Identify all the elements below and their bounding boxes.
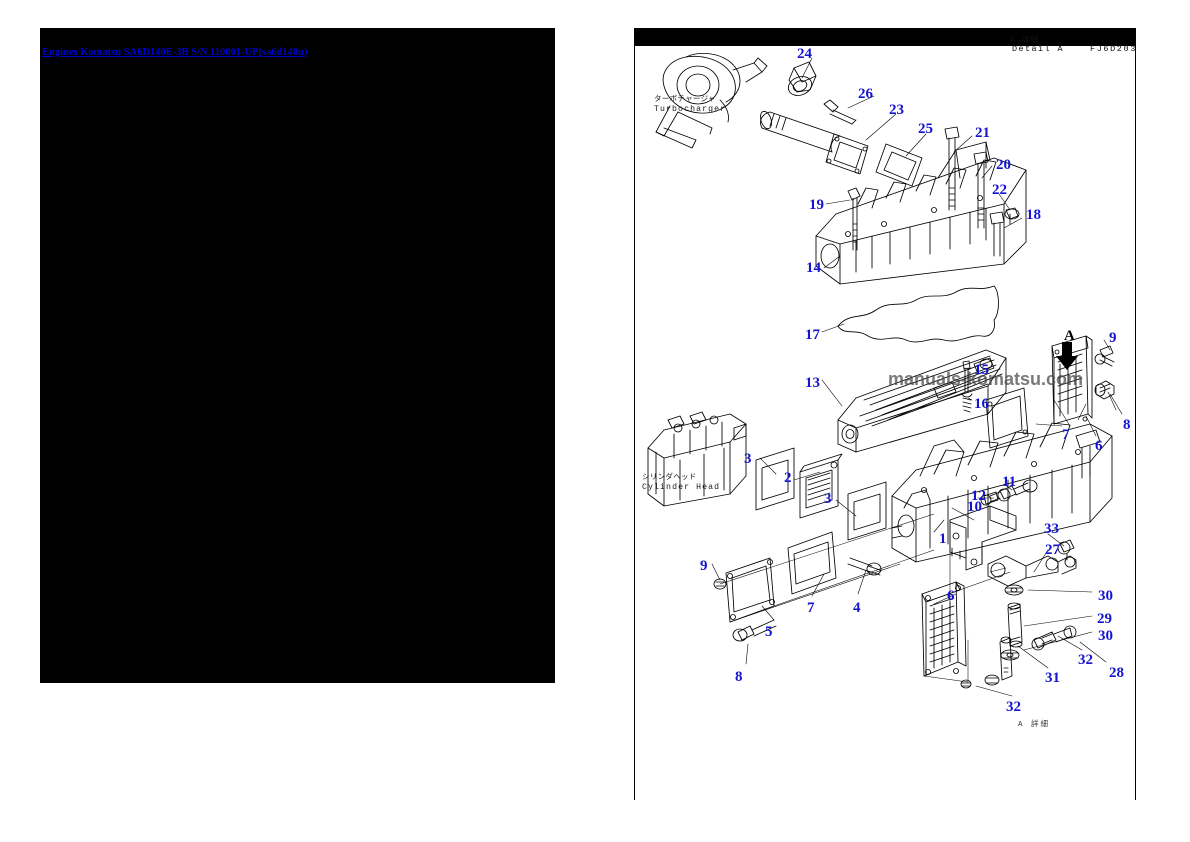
callout-number: 10	[967, 499, 982, 515]
part-10-bracket	[949, 505, 1017, 571]
callout-number: 9	[700, 558, 708, 574]
callout-number: 3	[824, 491, 832, 507]
page-frame-right-border	[1135, 28, 1136, 800]
lower-left-fasteners	[713, 578, 777, 642]
part-15-16-fastener	[961, 360, 973, 413]
part-6-lower-element	[921, 581, 967, 677]
callout-number: 23	[889, 102, 904, 118]
callout-number: 32	[1078, 652, 1093, 668]
header-drawing-code: FJ6D203	[1090, 44, 1137, 54]
callout-number: 11	[1002, 474, 1017, 490]
callout-number: 1	[939, 531, 947, 547]
part-11-12-fasteners	[980, 479, 1038, 506]
callout-number: 30	[1098, 628, 1113, 644]
callout-number: 8	[735, 669, 743, 685]
callout-number: 6	[947, 588, 955, 604]
cylinder-head-part	[647, 411, 747, 507]
label-turbocharger-jp: ターボチャージャ	[654, 96, 716, 104]
exploded-parts-artwork	[647, 52, 1123, 697]
header-detail-label-en: Detail A	[1012, 44, 1065, 54]
callout-number: 33	[1044, 521, 1059, 537]
label-turbocharger: ターボチャージャ Turbocharger	[654, 96, 726, 116]
callout-number: 4	[853, 600, 861, 616]
callout-number: 14	[806, 260, 821, 276]
callout-number: 28	[1109, 665, 1124, 681]
callout-number: 29	[1097, 611, 1112, 627]
turbocharger-part	[655, 52, 768, 149]
part-29-30-pin-washers	[1000, 584, 1024, 661]
callout-number: 12	[971, 488, 986, 504]
bottom-detail-note: A 詳細	[1018, 721, 1051, 729]
label-turbocharger-en: Turbocharger	[654, 105, 727, 115]
detail-a-letter: A	[1064, 328, 1075, 344]
callout-number: 22	[992, 182, 1007, 198]
part-17-gasket-seal	[837, 285, 999, 343]
callout-number: 24	[797, 46, 812, 62]
part-1-aftercooler-housing	[891, 422, 1113, 563]
callout-number: 21	[975, 125, 990, 141]
callout-number: 2	[784, 470, 792, 486]
part-26-bolt	[823, 99, 857, 125]
part-6-7-gasket-detail	[985, 387, 1029, 449]
callout-number: 3	[744, 451, 752, 467]
assembly-axis-lines	[719, 513, 935, 623]
part-3-gasket-right	[847, 481, 887, 541]
document-preview-panel: Engines Komatsu SA6D140E-3B S/N 110001-U…	[40, 28, 555, 683]
callout-number: 9	[1109, 330, 1117, 346]
part-3-gasket-left	[755, 447, 795, 511]
page-frame-left-border	[634, 28, 635, 800]
part-7-gasket-lower	[787, 531, 837, 595]
part-27-33-linkage	[987, 539, 1077, 587]
callout-number: 25	[918, 121, 933, 137]
part-24-connector	[787, 61, 817, 96]
callout-leader-lines	[711, 57, 1123, 697]
callout-number: 31	[1045, 670, 1060, 686]
detail-a-arrow-icon	[1056, 342, 1078, 370]
callout-number: 27	[1045, 542, 1060, 558]
part-23-intake-tube	[760, 110, 869, 175]
header-redaction-bar	[634, 28, 1136, 46]
callout-number: 18	[1026, 207, 1041, 223]
manifold-bolts	[847, 126, 1020, 257]
callout-number: 7	[807, 600, 815, 616]
header-detail-label-jp: A 詳細	[1010, 36, 1040, 45]
parts-diagram-page: A 詳細 Detail A FJ6D203	[634, 28, 1136, 800]
callout-number: 8	[1123, 417, 1131, 433]
callout-number: 13	[805, 375, 820, 391]
callout-number: 32	[1006, 699, 1021, 715]
callout-number: 16	[974, 396, 989, 412]
callout-number: 6	[1095, 438, 1103, 454]
detail-a-bolt-9	[1094, 345, 1115, 367]
part-2-cooler-element	[799, 453, 843, 519]
lower-assembly-axis-lines	[923, 523, 1011, 683]
callout-number: 30	[1098, 588, 1113, 604]
part-13-aftercooler-core	[837, 349, 1007, 453]
label-cylinder-head-jp: シリンダヘッド	[642, 474, 697, 482]
callout-number: 5	[765, 624, 773, 640]
callout-number: 20	[996, 157, 1011, 173]
detail-a-nut-8	[1094, 380, 1115, 400]
callout-number: 15	[974, 362, 989, 378]
label-cylinder-head-en: Cylinder Head	[642, 483, 721, 493]
label-cylinder-head: シリンダヘッド Cylinder Head	[642, 474, 720, 494]
part-25-gasket	[875, 143, 923, 187]
callout-number: 17	[805, 327, 820, 343]
callout-number: 26	[858, 86, 873, 102]
part-14-intake-manifold	[815, 141, 1027, 285]
callout-number: 19	[809, 197, 824, 213]
callout-number: 7	[1062, 427, 1070, 443]
document-title-link[interactable]: Engines Komatsu SA6D140E-3B S/N 110001-U…	[42, 47, 308, 58]
